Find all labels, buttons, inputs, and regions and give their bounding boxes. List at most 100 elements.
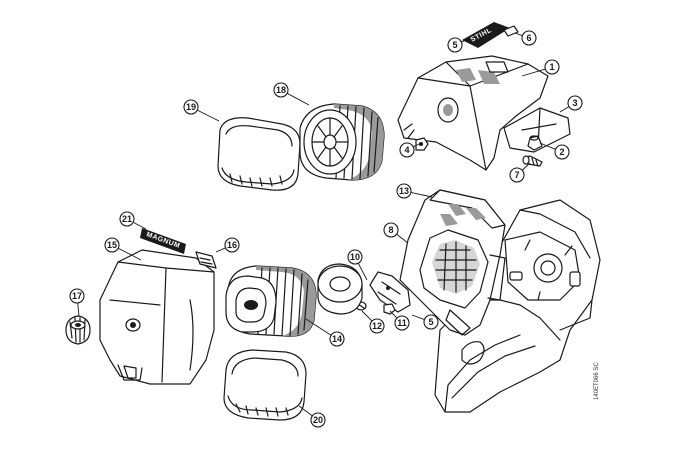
callout-16: 16 — [215, 237, 240, 253]
callout-leader — [521, 68, 546, 77]
callout-circle — [399, 142, 415, 158]
shroud-part-1 — [397, 55, 549, 171]
callout-circle — [394, 315, 410, 331]
nut-part-4 — [415, 137, 429, 151]
callout-circle — [544, 59, 560, 75]
callout-5-bottom: 5 — [411, 314, 439, 330]
callout-11: 11 — [389, 310, 410, 331]
callout-2: 2 — [539, 142, 570, 160]
callout-3: 3 — [559, 95, 583, 113]
callout-circle — [369, 318, 385, 334]
callout-leader — [357, 262, 368, 281]
bracket-part-10 — [369, 271, 411, 313]
callout-number: 13 — [399, 186, 409, 196]
callout-circle — [69, 288, 85, 304]
callout-7: 7 — [509, 162, 531, 183]
callout-12: 12 — [361, 310, 385, 334]
callout-number: 12 — [372, 321, 382, 331]
callout-number: 3 — [572, 98, 577, 108]
sleeve-part-2 — [527, 135, 543, 151]
callout-leader — [539, 142, 556, 150]
callout-number: 1 — [549, 62, 554, 72]
callout-leader — [197, 109, 220, 122]
knob-part-17 — [65, 315, 91, 345]
callout-17: 17 — [69, 288, 85, 317]
callout-21: 21 — [119, 211, 147, 230]
callout-number: 19 — [186, 102, 196, 112]
callout-circle — [396, 183, 412, 199]
callout-leader — [361, 310, 373, 322]
callout-circle — [383, 222, 399, 238]
callout-leader — [410, 192, 433, 198]
spacer-cup — [317, 263, 363, 315]
callout-number: 18 — [276, 85, 286, 95]
callout-circle — [447, 37, 463, 53]
callout-leader — [461, 37, 471, 43]
callout-circle — [423, 314, 439, 330]
callout-number: 4 — [404, 145, 409, 155]
callout-10: 10 — [347, 249, 368, 281]
callout-number: 11 — [397, 318, 407, 328]
callout-4: 4 — [399, 142, 422, 158]
callout-leader — [305, 318, 332, 336]
callout-15: 15 — [104, 237, 142, 261]
engine-housing: 140ET066 SC — [434, 199, 601, 413]
callout-number: 5 — [452, 40, 457, 50]
screw-part-7 — [522, 155, 543, 167]
callout-circle — [347, 249, 363, 265]
callout-circle — [567, 95, 583, 111]
callout-leader — [413, 142, 422, 148]
callout-number: 6 — [526, 33, 531, 43]
callout-8: 8 — [383, 222, 409, 244]
callout-leader — [118, 247, 142, 261]
callout-number: 21 — [122, 214, 132, 224]
callout-leader — [77, 302, 80, 317]
prefilter-band-part-19 — [217, 117, 301, 191]
callout-leader — [286, 92, 310, 106]
decal-part-5: STIHL — [462, 22, 510, 48]
callout-14: 14 — [305, 318, 345, 347]
callout-number: 20 — [313, 415, 323, 425]
callout-circle — [273, 82, 289, 98]
callout-number: 5 — [428, 317, 433, 327]
callout-leader — [298, 405, 313, 417]
tab-part-6 — [503, 25, 519, 37]
callout-leader — [396, 233, 409, 244]
callout-5-top: 5 — [447, 37, 471, 53]
callout-number: 2 — [559, 147, 564, 157]
callout-6: 6 — [514, 30, 537, 46]
drawing-code: 140ET066 SC — [594, 362, 600, 400]
callout-leader — [411, 314, 425, 321]
callout-number: 16 — [227, 240, 237, 250]
callout-number: 17 — [72, 291, 82, 301]
callout-13: 13 — [396, 183, 433, 199]
prefilter-band-part-20 — [223, 349, 307, 421]
callout-number: 7 — [514, 170, 519, 180]
callout-18: 18 — [273, 82, 310, 106]
filter-base-part-8 — [399, 189, 506, 336]
filter-cover-part-15 — [99, 249, 215, 385]
callout-19: 19 — [183, 99, 220, 122]
air-filter-part-18 — [299, 103, 385, 181]
callout-circle — [310, 412, 326, 428]
callout-leader — [559, 106, 570, 113]
callout-circle — [329, 331, 345, 347]
callout-number: 10 — [350, 252, 360, 262]
callout-circle — [119, 211, 135, 227]
callout-circle — [183, 99, 199, 115]
callout-circle — [104, 237, 120, 253]
callout-number: 8 — [388, 225, 393, 235]
callout-circle — [224, 237, 240, 253]
callout-number: 15 — [107, 240, 117, 250]
air-filter-part-14 — [225, 265, 317, 337]
callout-1: 1 — [521, 59, 560, 77]
callout-leader — [215, 247, 226, 253]
callout-20: 20 — [298, 405, 326, 428]
callout-leader — [514, 32, 523, 37]
callout-leader — [521, 162, 531, 171]
nut-part-11 — [383, 303, 396, 315]
callout-circle — [509, 167, 525, 183]
